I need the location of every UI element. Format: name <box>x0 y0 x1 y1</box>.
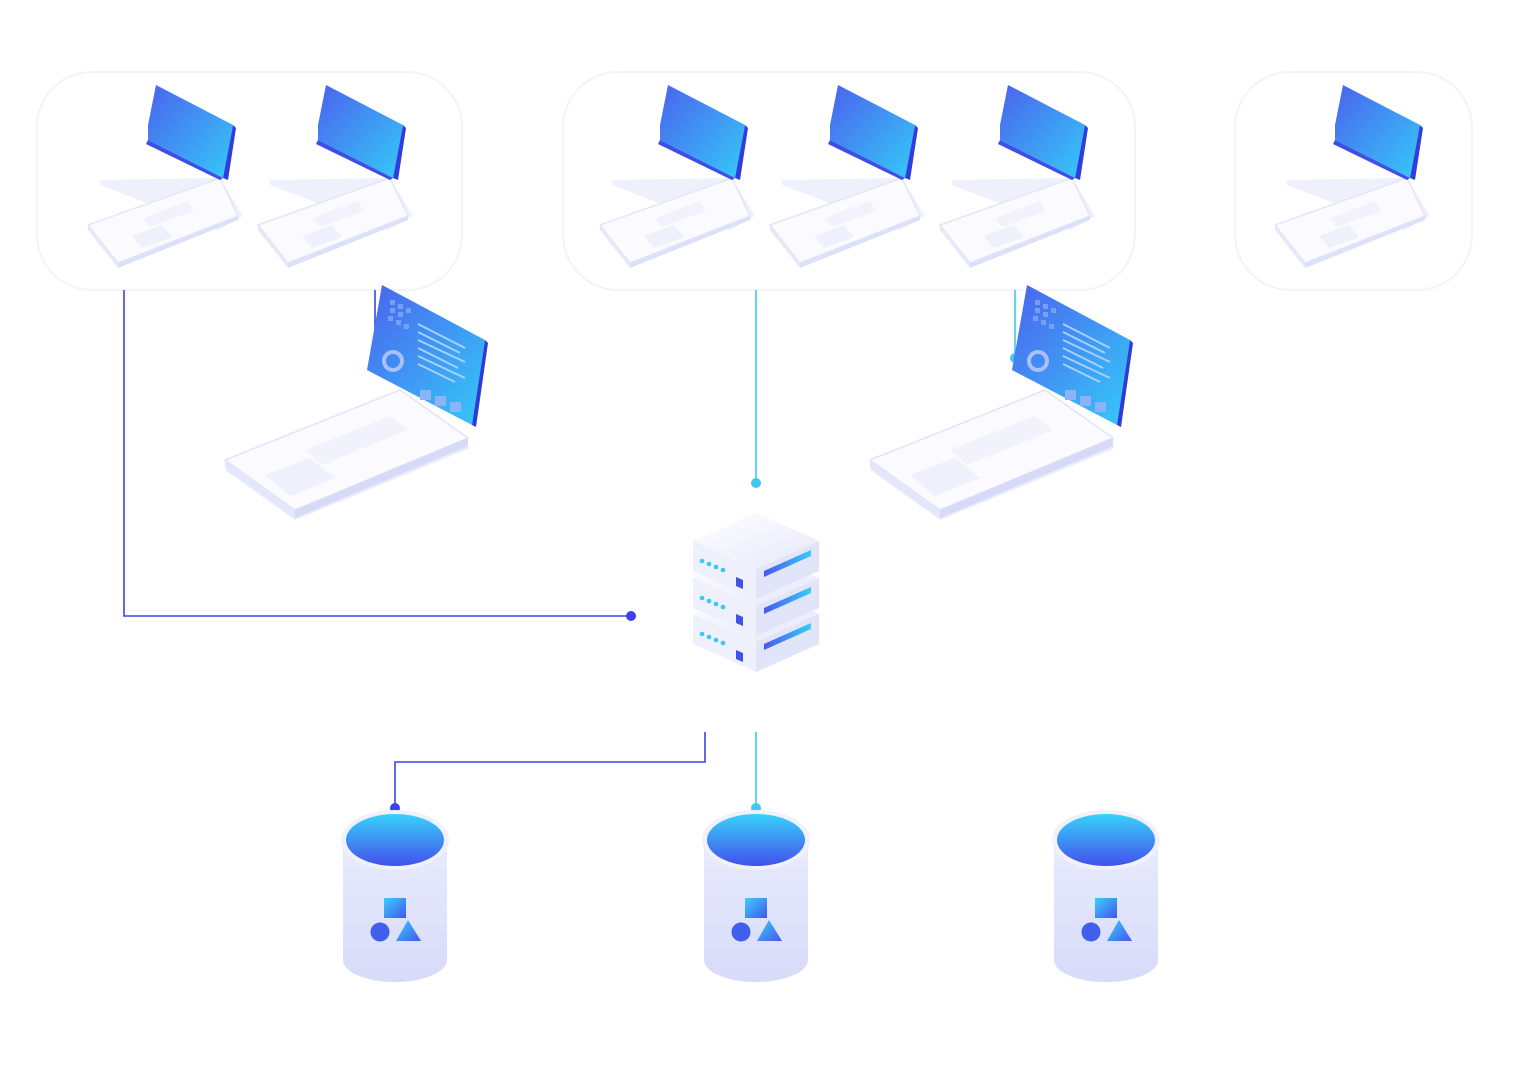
dashboard-laptop-icon[interactable] <box>223 283 490 522</box>
laptop-icon[interactable] <box>1274 84 1431 269</box>
database-icon[interactable] <box>702 810 810 982</box>
group-1-laptops <box>87 84 414 269</box>
laptop-icon[interactable] <box>769 84 926 269</box>
laptop-icon[interactable] <box>87 84 244 269</box>
server-rack-icon[interactable] <box>693 513 819 672</box>
group-2-laptops <box>599 84 1096 269</box>
laptop-icon[interactable] <box>939 84 1096 269</box>
group-boxes <box>36 71 1473 291</box>
dot-server-top <box>751 478 761 488</box>
group-3-box <box>1234 71 1473 291</box>
group-2-box <box>562 71 1136 291</box>
group-3-laptops <box>1274 84 1431 269</box>
group-1-box <box>36 71 463 291</box>
laptop-icon[interactable] <box>257 84 414 269</box>
link-server-db1 <box>394 732 706 808</box>
database-icon[interactable] <box>341 810 449 982</box>
dot-server-left <box>626 611 636 621</box>
laptop-icon[interactable] <box>599 84 756 269</box>
dashboard-laptop-icon[interactable] <box>868 283 1135 522</box>
database-icon[interactable] <box>1052 810 1160 982</box>
connections <box>123 290 1016 808</box>
link-group1-server <box>123 290 631 617</box>
